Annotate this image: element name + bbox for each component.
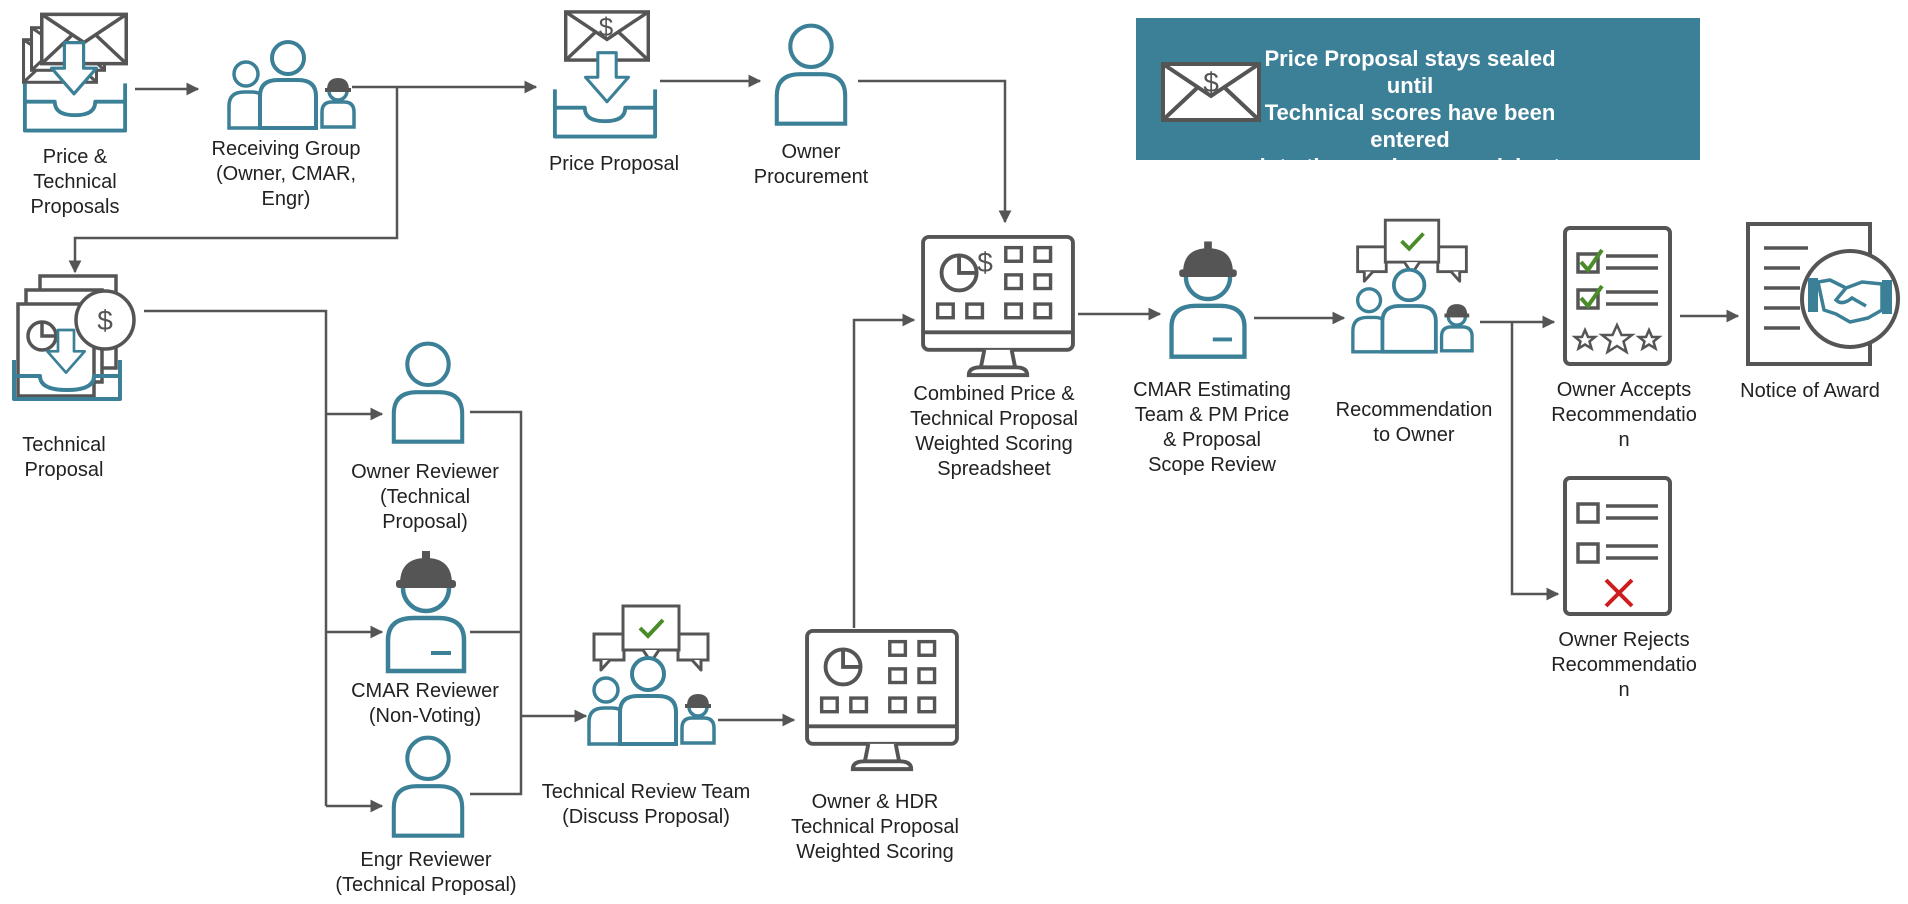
label-technical-proposal: Technical Proposal (22, 434, 106, 481)
arrow-scoring-to-combined (852, 313, 916, 628)
monitor-spreadsheet-dollar-icon: $ (921, 234, 1075, 378)
arrow-recommendation-to-rejects (1510, 322, 1560, 601)
label-owner-accepts: Owner Accepts Recommendatio n (1551, 379, 1697, 451)
handshake-document-icon (1746, 222, 1900, 366)
svg-text:$: $ (977, 247, 993, 278)
arrow-reviewers-merge (470, 410, 523, 796)
arrow-procurement-to-combined (858, 79, 1012, 224)
sealed-envelope-dollar-icon: $ (1161, 62, 1261, 122)
person-icon (777, 26, 845, 124)
document-inbox-icon: $ (12, 274, 136, 401)
envelopes-inbox-icon (21, 12, 129, 133)
label-owner-hdr-scoring: Owner & HDR Technical Proposal Weighted … (791, 791, 959, 863)
checklist-stars-icon (1563, 226, 1672, 366)
team-discussion-icon (1353, 220, 1472, 352)
connectors (68, 74, 1740, 813)
svg-text:$: $ (97, 305, 113, 336)
person-icon (394, 344, 462, 442)
label-engr-reviewer: Engr Reviewer (Technical Proposal) (335, 849, 517, 896)
hardhat-worker-icon (1172, 241, 1245, 356)
arrow-technical-to-reviewers (144, 309, 328, 806)
svg-text:$: $ (1203, 67, 1219, 98)
checklist-reject-icon (1563, 476, 1672, 616)
label-combined-scoring: Combined Price & Technical Proposal Weig… (910, 383, 1078, 480)
label-technical-review-team: Technical Review Team (Discuss Proposal) (541, 781, 751, 828)
group-icon (229, 42, 354, 128)
label-recommendation: Recommendation to Owner (1335, 399, 1493, 446)
person-icon (394, 738, 462, 836)
label-proposals: Price & Technical Proposals (30, 146, 120, 218)
arrow-receiving-to-technical (68, 87, 399, 274)
label-receiving-group: Receiving Group (Owner, CMAR, Engr) (211, 138, 361, 210)
label-owner-reviewer: Owner Reviewer (Technical Proposal) (351, 461, 499, 533)
team-discussion-icon (589, 606, 714, 744)
label-owner-rejects: Owner Rejects Recommendatio n (1551, 629, 1697, 701)
callout-text: Price Proposal stays sealed until Techni… (1259, 46, 1561, 179)
svg-text:$: $ (599, 12, 614, 42)
envelope-dollar-inbox-icon: $ (555, 10, 655, 137)
hardhat-worker-icon (388, 551, 464, 671)
label-owner-procurement: Owner Procurement (753, 141, 869, 188)
label-notice-of-award: Notice of Award (1740, 380, 1880, 402)
monitor-spreadsheet-icon (805, 628, 959, 772)
label-cmar-reviewer: CMAR Reviewer (Non-Voting) (351, 680, 499, 727)
label-price-proposal: Price Proposal (548, 153, 680, 175)
label-cmar-estimating: CMAR Estimating Team & PM Price & Propos… (1133, 379, 1291, 476)
